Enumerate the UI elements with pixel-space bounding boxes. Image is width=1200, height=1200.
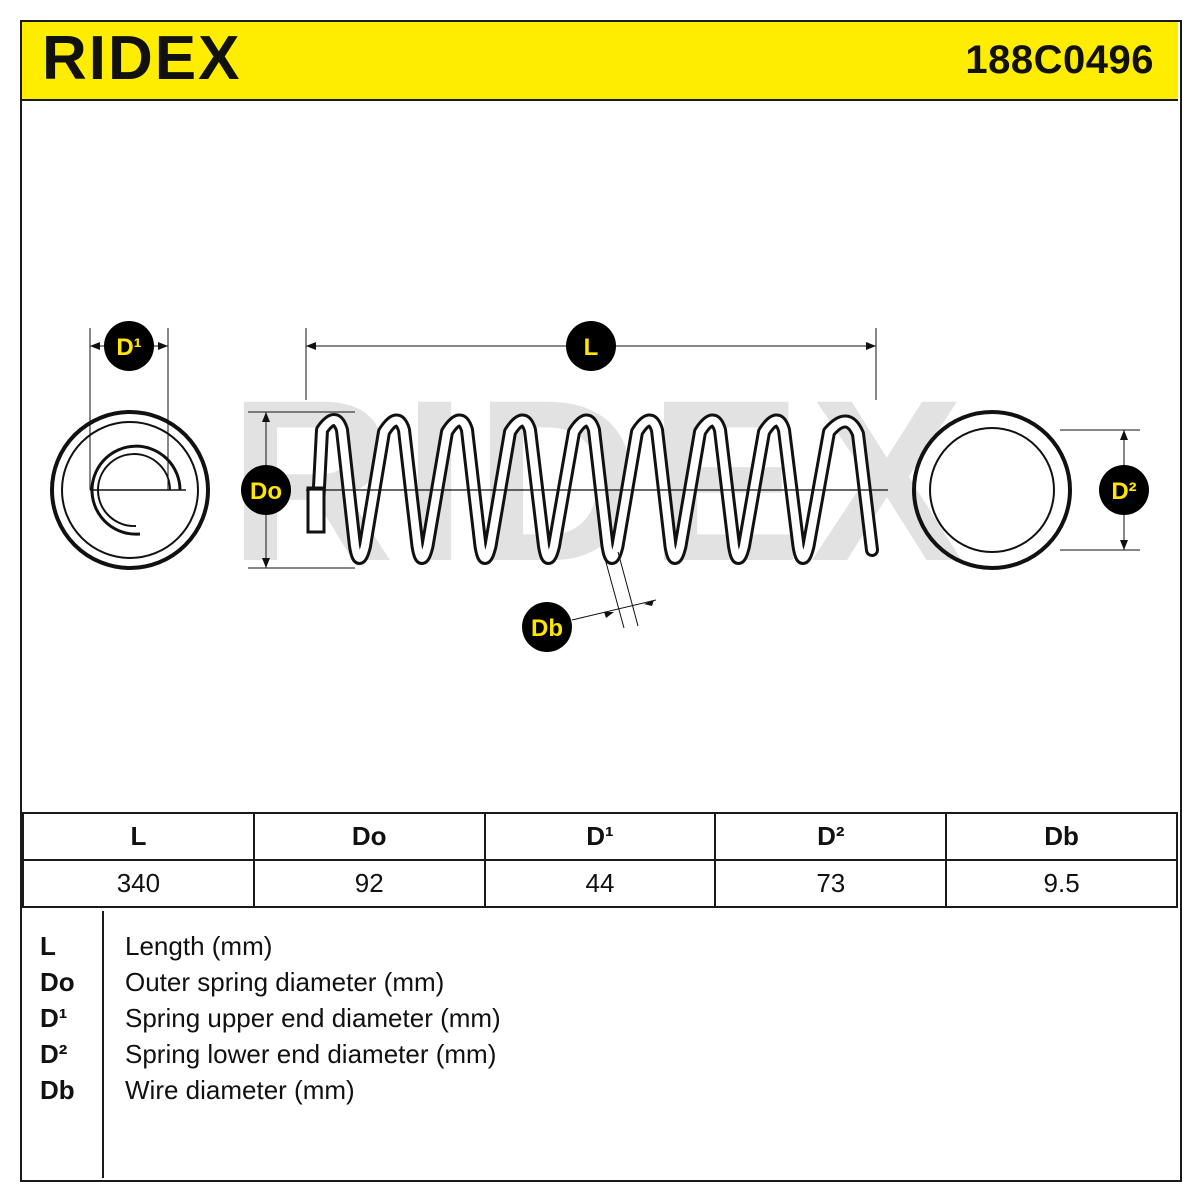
spec-value-do: 92 — [252, 859, 486, 908]
label-badge-l: L — [566, 321, 616, 371]
legend-item: Do Outer spring diameter (mm) — [22, 964, 1178, 1000]
spring-drawing: RIDEX — [50, 321, 1149, 652]
spec-table: L Do D¹ D² Db 340 92 44 73 9.5 — [22, 812, 1178, 908]
svg-text:Do: Do — [250, 478, 282, 505]
legend-key: Db — [40, 1075, 75, 1105]
part-number: 188C0496 — [965, 38, 1154, 82]
label-badge-db: Db — [522, 602, 572, 652]
spring-end-tab — [306, 486, 326, 534]
lower-end-view — [912, 410, 1140, 570]
legend-key: Do — [40, 967, 75, 997]
drawing-frame — [20, 20, 1182, 1182]
spec-header-l: L — [22, 812, 255, 861]
svg-text:Db: Db — [531, 615, 563, 642]
spec-header-d2: D² — [714, 812, 948, 861]
svg-text:L: L — [584, 334, 599, 361]
spec-header-d1: D¹ — [483, 812, 717, 861]
spec-header-db: Db — [945, 812, 1178, 861]
legend-item: D² Spring lower end diameter (mm) — [22, 1036, 1178, 1072]
spec-value-l: 340 — [22, 859, 255, 908]
spec-header-row: L Do D¹ D² Db — [22, 812, 1178, 861]
legend-item: L Length (mm) — [22, 928, 1178, 964]
svg-text:D¹: D¹ — [116, 334, 141, 361]
svg-text:D²: D² — [1111, 478, 1136, 505]
legend-item: Db Wire diameter (mm) — [22, 1072, 1178, 1108]
brand-logo: RIDEX — [42, 24, 242, 93]
spring-side-view — [306, 413, 879, 565]
outer-diameter-dimension — [248, 411, 888, 569]
legend-key: L — [40, 931, 56, 961]
spec-value-d2: 73 — [714, 859, 948, 908]
spec-header-do: Do — [252, 812, 486, 861]
legend-divider — [102, 911, 104, 1178]
spring-coil-path — [314, 416, 876, 562]
legend-desc: Spring lower end diameter (mm) — [125, 1039, 497, 1069]
header-bar — [22, 22, 1178, 101]
legend-key: D² — [40, 1039, 68, 1069]
spec-value-db: 9.5 — [945, 859, 1178, 908]
legend-desc: Length (mm) — [125, 931, 273, 961]
label-badge-d2: D² — [1099, 465, 1149, 515]
spec-value-d1: 44 — [483, 859, 717, 908]
upper-end-view — [50, 328, 210, 570]
legend-desc: Spring upper end diameter (mm) — [125, 1003, 501, 1033]
legend: L Length (mm) Do Outer spring diameter (… — [22, 911, 1178, 1178]
label-badge-do: Do — [241, 465, 291, 515]
wire-diameter-dimension — [571, 551, 657, 629]
legend-item: D¹ Spring upper end diameter (mm) — [22, 1000, 1178, 1036]
spec-value-row: 340 92 44 73 9.5 — [22, 859, 1178, 908]
legend-key: D¹ — [40, 1003, 68, 1033]
label-badge-d1: D¹ — [104, 321, 154, 371]
legend-desc: Outer spring diameter (mm) — [125, 967, 445, 997]
legend-desc: Wire diameter (mm) — [125, 1075, 355, 1105]
